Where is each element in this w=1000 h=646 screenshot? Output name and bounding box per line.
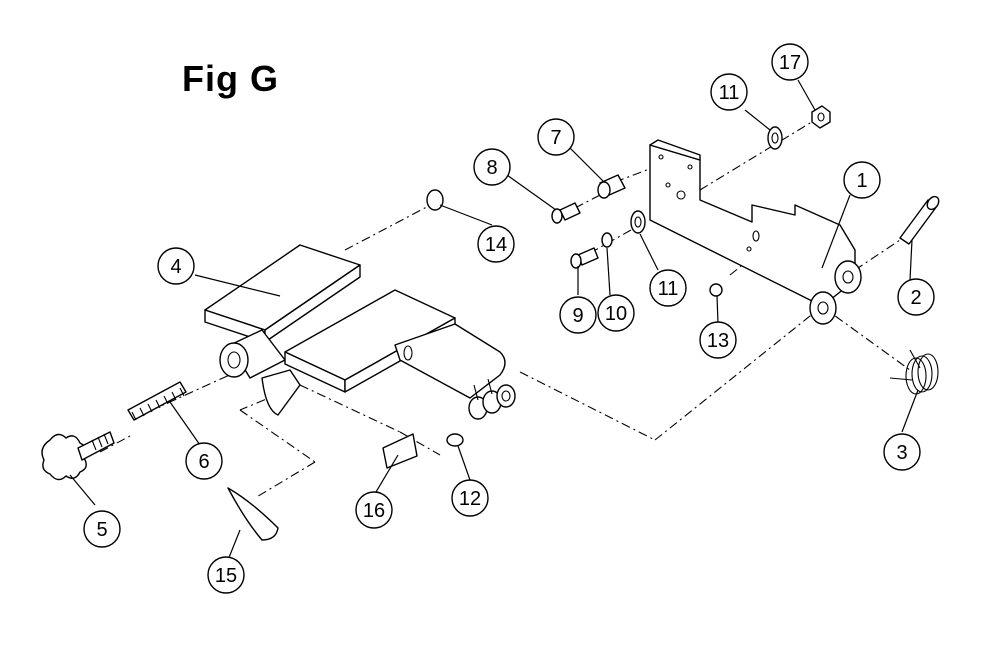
callout-label: 12	[459, 488, 481, 510]
callout-5: 5	[83, 510, 121, 548]
callout-11-lower: 11	[649, 269, 687, 307]
callout-label: 16	[363, 500, 385, 522]
callout-label: 1	[856, 170, 867, 192]
callout-label: 3	[896, 442, 907, 464]
part-6-spring	[127, 381, 187, 421]
callout-label: 7	[550, 127, 561, 149]
callout-17: 17	[771, 43, 809, 81]
callout-3: 3	[883, 433, 921, 471]
callout-label: 17	[779, 52, 801, 74]
callout-label: 11	[658, 278, 679, 300]
part-11-washer-a	[630, 210, 646, 234]
callout-12: 12	[451, 479, 489, 517]
callout-label: 11	[719, 82, 740, 104]
callout-14: 14	[477, 225, 515, 263]
callout-label: 13	[707, 330, 729, 352]
part-17-nut	[811, 105, 831, 129]
part-10-washer	[601, 232, 613, 248]
figure-title: Fig G	[182, 58, 279, 99]
part-16-label	[382, 433, 418, 469]
callout-9: 9	[559, 296, 597, 334]
callout-label: 9	[572, 305, 583, 327]
callout-label: 10	[605, 303, 627, 325]
part-8-bolt	[551, 202, 581, 224]
callout-6: 6	[185, 442, 223, 480]
part-5-knob	[41, 431, 115, 481]
part-14-ring	[426, 189, 444, 211]
callout-16: 16	[355, 491, 393, 529]
leader-lines	[69, 79, 919, 561]
part-4-bracket	[204, 244, 516, 420]
part-1-plate	[649, 139, 862, 325]
part-7-bushing	[597, 174, 626, 199]
callout-label: 5	[96, 519, 107, 541]
part-12-ring	[446, 433, 464, 447]
callout-label: 2	[910, 287, 921, 309]
callout-label: 4	[170, 256, 181, 278]
callout-label: 15	[215, 565, 237, 587]
part-15-foot	[227, 487, 279, 541]
callout-13: 13	[699, 321, 737, 359]
callout-11-upper: 11	[710, 73, 748, 111]
part-13-setscrew	[709, 283, 723, 297]
callout-7: 7	[537, 118, 575, 156]
callout-label: 6	[198, 451, 209, 473]
part-11-washer-b	[767, 126, 783, 150]
callout-2: 2	[897, 278, 935, 316]
callout-1: 1	[843, 161, 881, 199]
callout-15: 15	[207, 556, 245, 594]
part-9-screw	[570, 247, 599, 269]
callout-8: 8	[473, 148, 511, 186]
callout-label: 8	[486, 157, 497, 179]
part-2-pin	[899, 195, 940, 245]
callout-label: 14	[485, 234, 507, 256]
part-3-spring	[889, 349, 939, 395]
callout-10: 10	[597, 294, 635, 332]
assembly-lines	[99, 119, 911, 499]
callout-4: 4	[157, 247, 195, 285]
